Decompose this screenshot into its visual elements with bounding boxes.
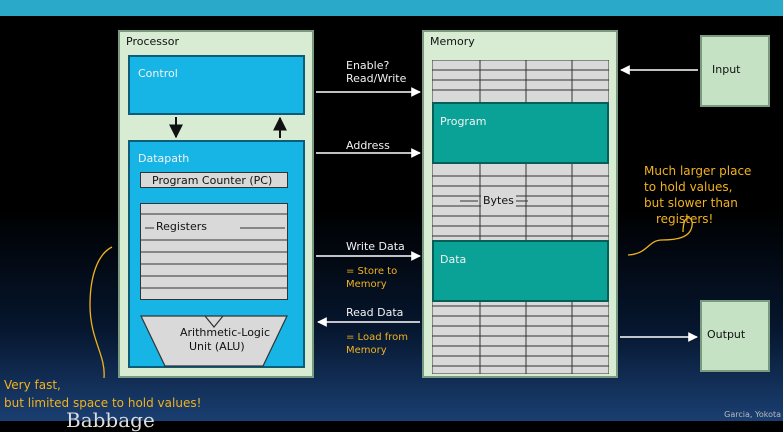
data-region — [432, 240, 609, 302]
address-label: Address — [346, 139, 390, 152]
write-data-label: Write Data — [346, 240, 405, 253]
program-region — [432, 102, 609, 164]
registers-label: Registers — [154, 220, 210, 233]
processor-title: Processor — [126, 35, 179, 48]
alu-label-line2: Unit (ALU) — [189, 340, 245, 353]
diagram-overlay — [89, 65, 698, 379]
memory-title: Memory — [430, 35, 475, 48]
program-counter — [140, 172, 288, 188]
program-label: Program — [440, 115, 487, 128]
output-device — [700, 300, 770, 372]
store-label-line1: = Store to — [346, 266, 398, 277]
right-note-line2: to hold values, — [644, 180, 733, 194]
left-note-line1: Very fast, — [4, 378, 61, 392]
bytes-label: Bytes — [481, 194, 516, 207]
top-accent-bar — [0, 0, 783, 16]
enable-label: Enable? — [346, 59, 390, 72]
control-unit — [128, 55, 305, 115]
control-label: Control — [138, 67, 178, 80]
footer-partial-title: Babbage — [66, 408, 155, 432]
footer-credit: Garcia, Yokota — [724, 410, 781, 419]
alu-shape — [140, 315, 288, 367]
load-label-line2: Memory — [346, 345, 387, 356]
input-device — [700, 35, 770, 107]
store-label-line2: Memory — [346, 279, 387, 290]
right-note-line4: registers! — [656, 212, 714, 226]
left-note-leader — [89, 246, 113, 379]
load-label-line1: = Load from — [346, 332, 408, 343]
register-rows — [141, 213, 287, 289]
datapath-label: Datapath — [138, 152, 190, 165]
right-note-line3: but slower than — [644, 196, 738, 210]
program-counter-label: Program Counter (PC) — [152, 174, 273, 187]
read-data-label: Read Data — [346, 306, 404, 319]
alu-notch — [204, 315, 224, 328]
data-label: Data — [440, 253, 467, 266]
alu-label-line1: Arithmetic-Logic — [180, 326, 271, 339]
right-note-leader — [627, 217, 693, 256]
input-label: Input — [712, 63, 741, 76]
read-write-label: Read/Write — [346, 72, 407, 85]
right-note-line1: Much larger place — [644, 164, 752, 178]
output-label: Output — [707, 328, 746, 341]
left-note-line2: but limited space to hold values! — [4, 396, 202, 410]
